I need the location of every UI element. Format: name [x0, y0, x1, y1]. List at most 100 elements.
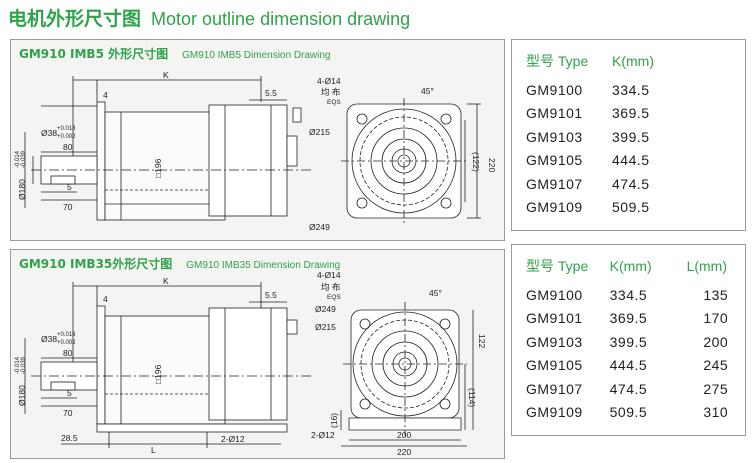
- table-cell-type: GM9103: [526, 333, 583, 350]
- imb5-drawing-panel: K 4 5.5 4-Ø14 均 布 EQS 45° Ø38 +0.018 +0.…: [10, 39, 505, 241]
- table-header-type: 型号 Type: [526, 53, 589, 69]
- table-cell-type: GM9100: [526, 81, 583, 98]
- imb5-dim-angle: 45°: [421, 86, 434, 96]
- table-cell-k: 509.5: [612, 199, 650, 216]
- imb5-dim-4: 4: [103, 90, 108, 100]
- table-cell-type: GM9103: [526, 128, 583, 145]
- table-header-row: 型号 Type K(mm): [526, 50, 692, 78]
- table-cell-k: 444.5: [612, 152, 650, 169]
- page-title-zh: 电机外形尺寸图: [8, 8, 142, 30]
- table-header-type: 型号 Type: [526, 258, 589, 274]
- table-row: GM9100 334.5 135: [526, 283, 745, 307]
- table-cell-k: 369.5: [609, 310, 648, 327]
- table-cell-type: GM9107: [526, 380, 583, 397]
- imb35-dim-ftol-bot: -0.039: [21, 356, 27, 374]
- table-cell-k: 509.5: [609, 404, 648, 421]
- imb5-dim-k: K: [163, 70, 169, 80]
- imb35-foot: [96, 423, 288, 433]
- imb5-dim-hole: 4-Ø14: [317, 76, 341, 86]
- table-header-k: K(mm): [609, 258, 652, 274]
- table-cell-l: 310: [703, 404, 729, 421]
- table-row: GM9107 474.5: [526, 172, 692, 196]
- table-row: GM9100 334.5: [526, 78, 692, 102]
- table-cell-type: GM9105: [526, 152, 583, 169]
- imb5-panel-header: GM910 IMB5 外形尺寸图 GM910 IMB5 Dimension Dr…: [19, 45, 331, 62]
- imb35-dim-foot-side: 2-Ø12: [311, 430, 335, 440]
- imb35-dim-eqs2: EQS: [327, 294, 341, 301]
- imb35-dim-k: K: [163, 276, 169, 286]
- table-cell-l: 245: [703, 357, 729, 374]
- table-cell-k: 399.5: [609, 333, 648, 350]
- table-cell-k: 334.5: [612, 81, 650, 98]
- table-cell-type: GM9105: [526, 357, 583, 374]
- table-row: GM9109 509.5: [526, 196, 692, 220]
- imb35-dim-285: 28.5: [61, 433, 78, 443]
- imb5-dim-flange: Ø180: [17, 179, 27, 200]
- imb35-dim-220: 220: [397, 447, 411, 457]
- imb5-title-en: GM910 IMB5 Dimension Drawing: [182, 50, 331, 61]
- imb35-dim-tol-top: +0.018: [57, 332, 76, 338]
- imb35-panel-header: GM910 IMB35外形尺寸图 GM910 IMB35 Dimension D…: [19, 255, 340, 272]
- imb35-dim-shaft: Ø38: [41, 334, 57, 344]
- table-cell-k: 334.5: [609, 286, 648, 303]
- table-cell-k: 369.5: [612, 105, 650, 122]
- imb5-dim-ftol-bot: -0.039: [21, 150, 27, 168]
- table-cell-k: 444.5: [609, 357, 648, 374]
- table-cell-l: 200: [703, 333, 729, 350]
- imb5-dim-5: 5: [67, 182, 72, 192]
- imb35-drawing-panel: K 4 5.5 4-Ø14 均 布 EQS 45° Ø38 +0.018 +0.…: [10, 249, 505, 459]
- imb5-dim-220: 220: [487, 158, 497, 172]
- table-cell-l: 135: [703, 286, 729, 303]
- imb5-dim-pcd: Ø215: [309, 127, 330, 137]
- table-cell-type: GM9107: [526, 175, 583, 192]
- table-cell-l: 275: [703, 380, 729, 397]
- table-cell-type: GM9100: [526, 286, 583, 303]
- imb5-body: [104, 111, 226, 221]
- imb5-dim-outer: Ø249: [309, 222, 330, 232]
- imb35-dim-tol-bot: +0.002: [57, 340, 76, 346]
- table-cell-type: GM9109: [526, 199, 583, 216]
- imb5-dim-55: 5.5: [265, 88, 277, 98]
- imb35-dim-4: 4: [103, 294, 108, 304]
- table-cell-k: 399.5: [612, 128, 650, 145]
- imb5-title-zh: GM910 IMB5 外形尺寸图: [19, 47, 169, 61]
- imb35-body: [104, 315, 226, 425]
- imb5-dim-80: 80: [63, 142, 73, 152]
- imb5-dim-shaft: Ø38: [41, 128, 57, 138]
- table-row: GM9105 444.5: [526, 149, 692, 173]
- table-cell-k: 474.5: [612, 175, 650, 192]
- table-row: GM9109 509.5 310: [526, 401, 745, 425]
- table-row: GM9103 399.5: [526, 125, 692, 149]
- imb5-dim-70: 70: [63, 202, 73, 212]
- imb35-dim-16: (16): [329, 413, 339, 428]
- imb35-dim-5: 5: [67, 388, 72, 398]
- imb35-dim-sq: □196: [153, 364, 163, 384]
- table-header-k: K(mm): [612, 53, 654, 69]
- page-title: 电机外形尺寸图 Motor outline dimension drawing: [8, 4, 410, 34]
- imb35-terminal-box: [208, 307, 288, 421]
- imb35-dim-ftol-top: -0.014: [15, 356, 21, 374]
- imb35-title-en: GM910 IMB35 Dimension Drawing: [186, 260, 341, 271]
- imb35-front-foot: [348, 417, 462, 431]
- imb35-flange: [96, 305, 106, 425]
- imb35-dim-70: 70: [63, 408, 73, 418]
- imb35-dim-200: 200: [397, 430, 411, 440]
- imb35-dim-flange: Ø180: [17, 385, 27, 406]
- table-row: GM9105 444.5 245: [526, 354, 745, 378]
- table-cell-l: 170: [703, 310, 729, 327]
- imb35-dim-angle: 45°: [429, 288, 442, 298]
- table-cell-type: GM9109: [526, 404, 583, 421]
- imb35-dim-L: L: [151, 445, 156, 455]
- imb35-dim-outer: Ø249: [315, 304, 336, 314]
- table-header-row: 型号 Type K(mm) L(mm): [526, 255, 745, 283]
- imb5-dim-tol-top: +0.018: [57, 126, 76, 132]
- imb5-flange: [96, 101, 106, 221]
- imb35-dim-eqs1: 均 布: [321, 282, 340, 292]
- imb35-dim-hole: 4-Ø14: [317, 270, 341, 280]
- imb5-drawing: K 4 5.5 4-Ø14 均 布 EQS 45° Ø38 +0.018 +0.…: [15, 70, 497, 232]
